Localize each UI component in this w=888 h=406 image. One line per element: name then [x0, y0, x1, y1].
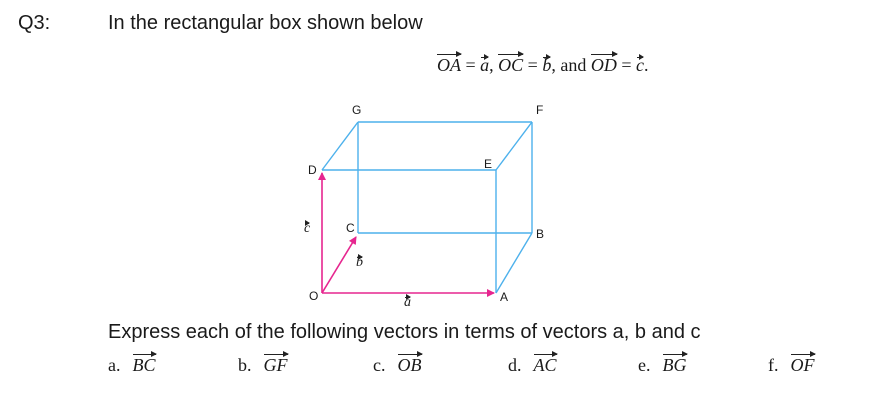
- vector-od: OD: [590, 50, 618, 75]
- box-diagram-svg: [318, 121, 533, 297]
- equals-sign: =: [527, 55, 538, 75]
- vector-label-b: b: [356, 254, 363, 270]
- item-d: d. AC: [508, 350, 558, 376]
- vertex-label-b: B: [536, 227, 545, 241]
- item-e: e. BG: [638, 350, 688, 376]
- period: .: [643, 55, 649, 75]
- vertex-label-f: F: [536, 103, 544, 117]
- vector-definitions: OA = a, OC = b, and OD = c.: [437, 50, 649, 76]
- item-vector: OB: [397, 350, 423, 375]
- vector-oc: OC: [498, 50, 525, 75]
- vertex-label-g: G: [352, 103, 362, 117]
- item-vector: AC: [533, 350, 558, 375]
- edge-ab: [495, 232, 533, 294]
- item-a: a. BC: [108, 350, 157, 376]
- question-text: In the rectangular box shown below: [108, 12, 423, 34]
- item-f: f. OF: [768, 350, 816, 376]
- exercise-items: a. BC b. GF c. OB d. AC e. BG f. OF: [108, 350, 848, 380]
- item-vector: GF: [263, 350, 289, 375]
- vertex-label-e: E: [484, 157, 493, 171]
- vector-label-c: c: [304, 220, 311, 236]
- edge-dg: [321, 121, 359, 171]
- equals-sign: =: [465, 55, 476, 75]
- vector-b: b: [542, 54, 552, 75]
- arrow-vector-b: [321, 236, 357, 294]
- vector-oa: OA: [437, 50, 462, 75]
- item-vector: OF: [790, 350, 816, 375]
- item-vector: BC: [132, 350, 157, 375]
- edge-ef: [495, 121, 533, 171]
- and-text: , and: [551, 55, 587, 75]
- item-vector: BG: [662, 350, 688, 375]
- equals-sign: =: [621, 55, 632, 75]
- item-letter: a.: [108, 355, 121, 375]
- item-letter: b.: [238, 355, 252, 375]
- vertex-label-c: C: [346, 221, 355, 235]
- item-b: b. GF: [238, 350, 289, 376]
- item-letter: e.: [638, 355, 651, 375]
- item-c: c. OB: [373, 350, 423, 376]
- vector-label-a: a: [404, 294, 411, 310]
- vector-c: c: [635, 54, 644, 75]
- vertex-label-a: A: [500, 290, 509, 304]
- item-letter: c.: [373, 355, 386, 375]
- vertex-label-d: D: [308, 163, 317, 177]
- comma: ,: [489, 55, 494, 75]
- instruction-text: Express each of the following vectors in…: [108, 321, 701, 343]
- question-number: Q3:: [18, 12, 51, 34]
- item-letter: f.: [768, 355, 779, 375]
- item-letter: d.: [508, 355, 522, 375]
- vertex-label-o: O: [309, 289, 319, 303]
- box-diagram: O A B C D E F G a b c: [270, 95, 570, 317]
- vector-a: a: [480, 54, 490, 75]
